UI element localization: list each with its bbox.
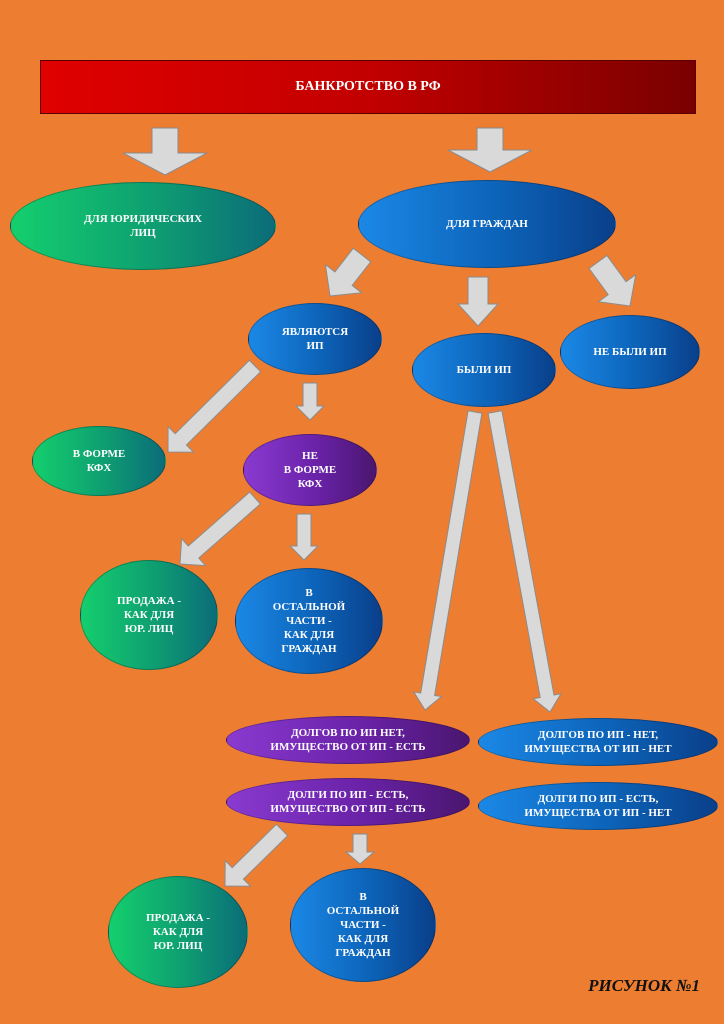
arrow-were-ie-to-no-debts-has xyxy=(412,410,483,711)
node-no-debts-has-property: ДОЛГОВ ПО ИП НЕТ, ИМУЩЕСТВО ОТ ИП - ЕСТЬ xyxy=(226,716,470,764)
node-citizens: ДЛЯ ГРАЖДАН xyxy=(358,180,616,268)
node-no-debts-no-property: ДОЛГОВ ПО ИП - НЕТ, ИМУЩЕСТВА ОТ ИП - НЕ… xyxy=(478,718,718,766)
node-debts-no-property: ДОЛГИ ПО ИП - ЕСТЬ, ИМУЩЕСТВА ОТ ИП - НЕ… xyxy=(478,782,718,830)
arrow-citizens-to-are-ie xyxy=(324,247,372,297)
node-sale-1: ПРОДАЖА - КАК ДЛЯ ЮР. ЛИЦ xyxy=(80,560,218,670)
arrow-are-ie-to-not-kfh xyxy=(294,382,326,421)
arrow-were-ie-to-no-debts-no xyxy=(487,410,562,713)
arrow-debts-has-to-rest-2 xyxy=(344,833,376,865)
arrow-citizens-to-were-not-ie xyxy=(588,254,637,307)
arrow-citizens-to-were-ie xyxy=(456,276,500,327)
node-rest-1: В ОСТАЛЬНОЙ ЧАСТИ - КАК ДЛЯ ГРАЖДАН xyxy=(235,568,383,674)
title-bar: БАНКРОТСТВО В РФ xyxy=(40,60,696,114)
arrow-not-kfh-to-rest-1 xyxy=(288,513,320,561)
arrow-debts-has-to-sale-2 xyxy=(224,823,289,887)
node-debts-has-property: ДОЛГИ ПО ИП - ЕСТЬ, ИМУЩЕСТВО ОТ ИП - ЕС… xyxy=(226,778,470,826)
arrow-are-ie-to-kfh xyxy=(167,359,262,453)
figure-caption: РИСУНОК №1 xyxy=(588,976,700,995)
node-kfh: В ФОРМЕ КФХ xyxy=(32,426,166,496)
node-rest-2: В ОСТАЛЬНОЙ ЧАСТИ - КАК ДЛЯ ГРАЖДАН xyxy=(290,868,436,982)
node-were-ie: БЫЛИ ИП xyxy=(412,333,556,407)
arrow-title-to-citizens xyxy=(447,127,533,173)
node-legal-entities: ДЛЯ ЮРИДИЧЕСКИХ ЛИЦ xyxy=(10,182,276,270)
diagram-title: БАНКРОТСТВО В РФ xyxy=(295,79,441,94)
node-sale-2: ПРОДАЖА - КАК ДЛЯ ЮР. ЛИЦ xyxy=(108,876,248,988)
node-were-not-ie: НЕ БЫЛИ ИП xyxy=(560,315,700,389)
arrow-not-kfh-to-sale-1 xyxy=(179,491,262,567)
arrow-title-to-legal xyxy=(122,127,208,176)
node-not-kfh: НЕ В ФОРМЕ КФХ xyxy=(243,434,377,506)
node-are-ie: ЯВЛЯЮТСЯ ИП xyxy=(248,303,382,375)
